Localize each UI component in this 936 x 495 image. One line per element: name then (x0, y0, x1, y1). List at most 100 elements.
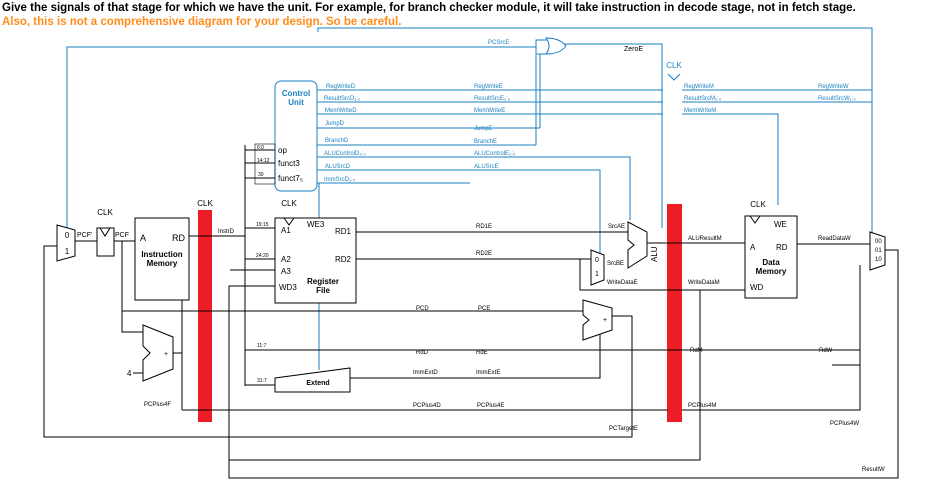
pc-register (96, 227, 115, 257)
srcae-label: SrcAE (608, 224, 625, 230)
pcplus4w-label: PCPlus4W (830, 421, 859, 427)
rd1e-label: RD1E (476, 224, 492, 230)
funct3-label: funct3 (278, 159, 300, 168)
resultsrcd-label: ResultSrcD₁:₀ (324, 96, 361, 102)
clk-e-label: CLK (666, 61, 682, 70)
clk-d-label: CLK (281, 199, 297, 208)
pcf-prime-label: PCF' (77, 232, 92, 239)
instruction-memory (134, 217, 190, 301)
mux-r-01: 01 (875, 248, 882, 254)
zeroe-label: ZeroE (624, 46, 643, 53)
datapath-labels: RD1E RD2E SrcAE SrcBE WriteDataE PCD PCE… (413, 224, 885, 473)
im-rd-label: RD (172, 233, 185, 243)
immsrcd-label: ImmSrcD₁:₀ (324, 177, 356, 183)
rd1-label: RD1 (335, 227, 352, 236)
regwrited-label: RegWriteD (326, 84, 356, 90)
regwritem-label: RegWriteM (684, 84, 714, 90)
pipeline-register-em (667, 204, 682, 422)
pcf-label: PCF (115, 232, 129, 239)
funct7-label: funct7₅ (278, 174, 303, 183)
resultsrcm-label: ResultSrcM₁:₀ (684, 96, 722, 102)
aluresultm-label: ALUResultM (688, 236, 722, 242)
alu (627, 221, 648, 269)
extend-unit (274, 367, 351, 393)
pipeline-register-fd (198, 210, 212, 422)
srcb-mux (590, 249, 605, 286)
rd2-label: RD2 (335, 255, 352, 264)
pce-label: PCE (478, 306, 490, 312)
instruction-line-2: Also, this is not a comprehensive diagra… (2, 16, 402, 28)
plus-e: + (603, 317, 607, 324)
readdataw-label: ReadDataW (818, 236, 851, 242)
memwritee-label: MemWriteE (474, 108, 505, 114)
alusrcd-label: ALUSrcD (325, 164, 351, 170)
dm-we-label: WE (774, 220, 787, 229)
pcplus4e-label: PCPlus4E (477, 403, 504, 409)
a1-label: A1 (281, 226, 291, 235)
memwritem-label: MemWriteM (684, 108, 716, 114)
data-wires (43, 145, 899, 479)
mux-b-0: 0 (595, 257, 599, 264)
rdd-label: RdD (416, 350, 429, 356)
op-label: op (278, 146, 287, 155)
instruction-line-1: Give the signals of that stage for which… (2, 2, 856, 14)
bits-30: 30 (258, 172, 264, 178)
rdm-label: RdM (690, 348, 703, 354)
jumpd-label: JumpD (325, 121, 345, 127)
rd2e-label: RD2E (476, 251, 492, 257)
clk-pc-label: CLK (97, 208, 113, 217)
regwritee-label: RegWriteE (474, 84, 503, 90)
alucontrole-label: ALUControlE₂:₀ (474, 151, 516, 157)
plus-f: + (164, 351, 168, 358)
resultsrce-label: ResultSrcE₁:₀ (474, 96, 511, 102)
dm-rd-label: RD (776, 243, 788, 252)
four-label: 4 (127, 369, 132, 378)
rdw-label: RdW (819, 348, 833, 354)
we3-label: WE3 (307, 220, 325, 229)
writedatam-label: WriteDataM (688, 280, 720, 286)
branchd-label: BranchD (325, 138, 349, 144)
extend-label: Extend (306, 380, 329, 387)
alu-label: ALU (650, 246, 659, 262)
a2-label: A2 (281, 255, 291, 264)
regwritew-label: RegWriteW (818, 84, 849, 90)
pcsrce-label: PCSrcE (488, 40, 509, 46)
pc-mux (56, 224, 76, 262)
pcplus4f-label: PCPlus4F (144, 402, 171, 408)
bits-11-7: 11:7 (257, 343, 267, 349)
alucontrold-label: ALUControlD₂:₀ (324, 151, 366, 157)
resultsrcw-label: ResultSrcW₁:₀ (818, 96, 856, 102)
mux-r-10: 10 (875, 257, 882, 263)
im-a-label: A (140, 233, 146, 243)
bits-24-20: 24:20 (256, 253, 269, 259)
control-e-labels: RegWriteE ResultSrcE₁:₀ MemWriteE JumpE … (474, 84, 516, 170)
branche-label: BranchE (474, 139, 497, 145)
resultw-label: ResultW (862, 467, 885, 473)
control-wires (66, 27, 873, 370)
register-file (274, 217, 357, 304)
mux-b-1: 1 (595, 271, 599, 278)
wd3-label: WD3 (279, 283, 297, 292)
control-d-labels: RegWriteD ResultSrcD₁:₀ MemWriteD JumpD … (324, 84, 366, 183)
a3-label: A3 (281, 267, 291, 276)
pcplus4d-label: PCPlus4D (413, 403, 441, 409)
memwrited-label: MemWriteD (325, 108, 357, 114)
immextd-label: ImmExtD (413, 370, 438, 376)
mux-pc-0: 0 (65, 231, 70, 240)
bits-6-0: 6:0 (257, 145, 264, 151)
clk-dm-label: CLK (750, 200, 766, 209)
jumpe-label: JumpE (474, 126, 493, 132)
writedatae-label: WriteDataE (607, 280, 638, 286)
alusrce-label: ALUSrcE (474, 164, 499, 170)
bits-31-7: 31:7 (257, 378, 267, 384)
mux-pc-1: 1 (65, 247, 70, 256)
srcbe-label: SrcBE (607, 261, 624, 267)
data-memory (744, 215, 798, 299)
pcd-label: PCD (416, 306, 429, 312)
pcplus4m-label: PCPlus4M (688, 403, 716, 409)
